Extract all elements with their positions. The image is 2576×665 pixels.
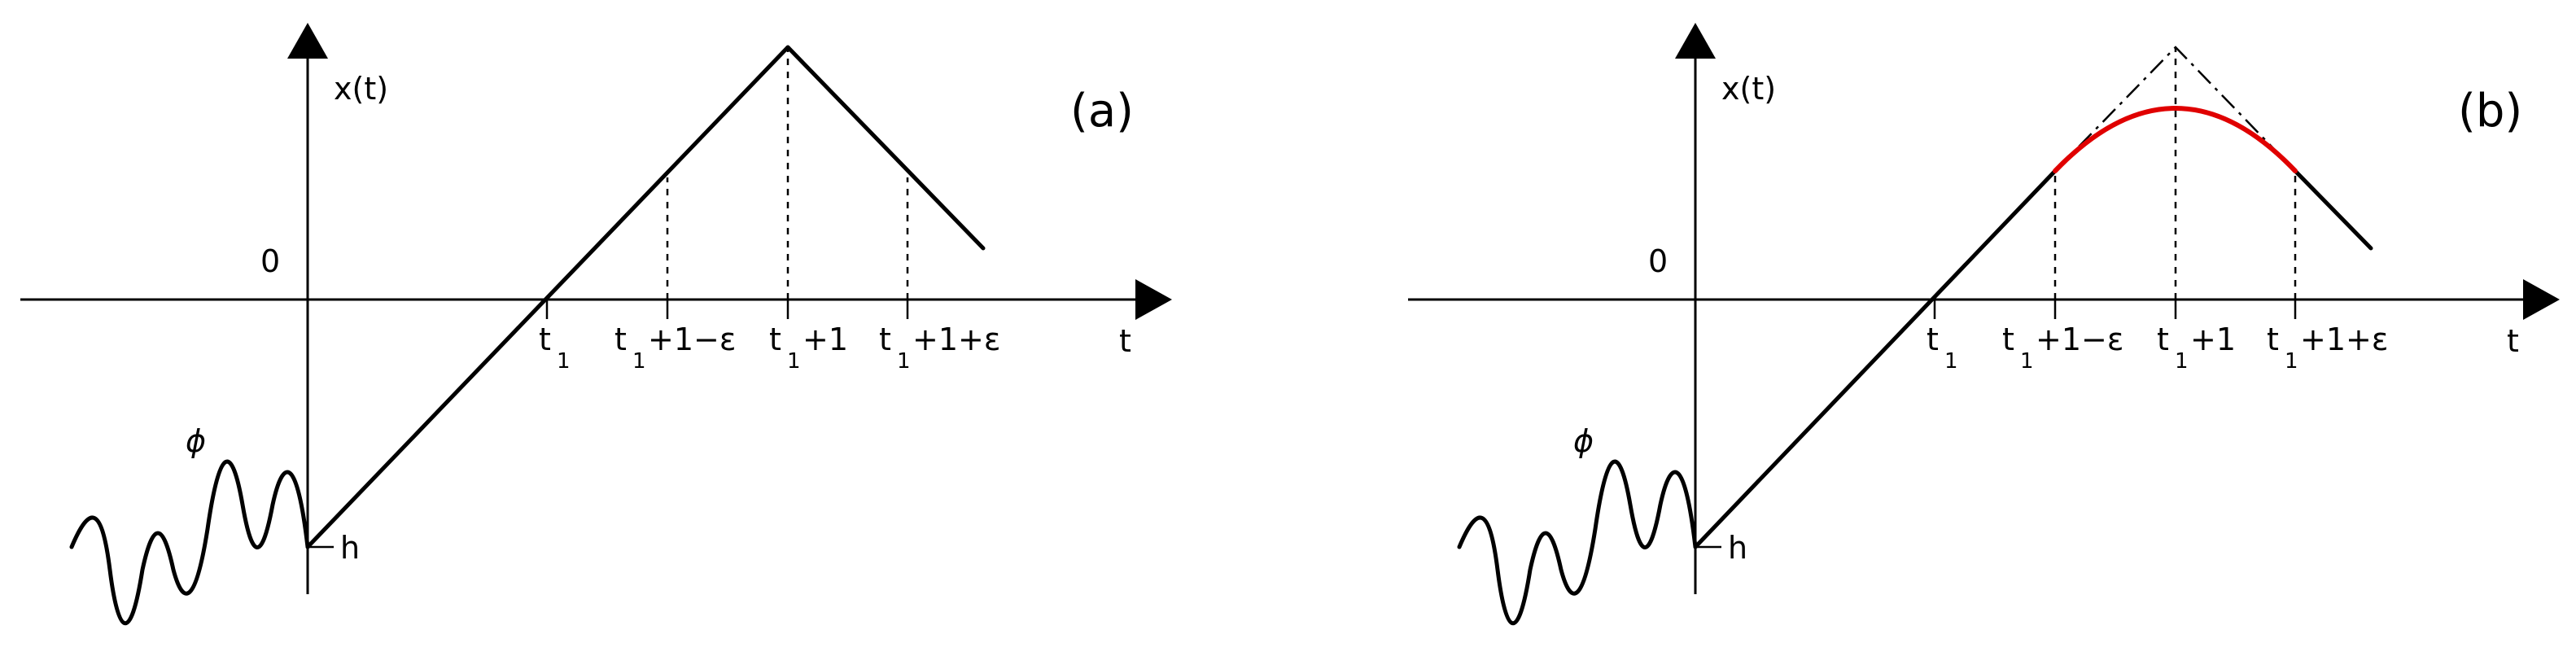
svg-text:+1: +1 — [2190, 322, 2236, 357]
zero-label: 0 — [1648, 243, 1668, 279]
tick-label-t1-plus-1: t 1 +1 — [2157, 322, 2236, 374]
tick-label-t1-plus-1-plus-eps: t 1 +1+ε — [2267, 322, 2388, 374]
svg-text:1: 1 — [897, 349, 911, 374]
tick-label-t1: t 1 — [539, 322, 571, 374]
svg-text:1: 1 — [2285, 349, 2298, 374]
svg-text:1: 1 — [632, 349, 646, 374]
svg-text:t: t — [539, 322, 551, 357]
svg-text:t: t — [2002, 322, 2014, 357]
svg-text:t: t — [769, 322, 781, 357]
svg-text:+1+ε: +1+ε — [2300, 322, 2388, 357]
x-axis-arrow — [2523, 279, 2560, 320]
history-function-phi — [69, 459, 310, 626]
svg-text:1: 1 — [787, 349, 801, 374]
x-axis-arrow — [1135, 279, 1172, 320]
svg-text:+1: +1 — [803, 322, 848, 357]
svg-text:t: t — [2157, 322, 2169, 357]
svg-text:t: t — [614, 322, 627, 357]
h-label: h — [340, 530, 360, 566]
svg-text:t: t — [879, 322, 891, 357]
trajectory — [305, 45, 986, 549]
svg-text:1: 1 — [2020, 349, 2034, 374]
y-axis-label: x(t) — [1721, 71, 1776, 107]
tick-label-t1-plus-1: t 1 +1 — [769, 322, 848, 374]
history-function-phi — [1457, 459, 1698, 626]
y-axis-arrow — [287, 23, 328, 59]
panel-label: (a) — [1070, 85, 1134, 138]
x-axis-label: t — [2507, 323, 2519, 359]
svg-text:1: 1 — [557, 349, 571, 374]
phi-label: ϕ — [1573, 423, 1594, 459]
tick-label-t1-plus-1-minus-eps: t 1 +1−ε — [614, 322, 736, 374]
trajectory-rising — [1693, 168, 2058, 549]
panel-b: x(t) t 0 ϕ h (b) t 1 t 1 +1−ε t 1 +1 t 1… — [1408, 23, 2560, 626]
phi-label: ϕ — [186, 423, 206, 459]
y-axis-label: x(t) — [334, 71, 388, 107]
svg-text:t: t — [2267, 322, 2279, 357]
tick-label-t1: t 1 — [1927, 322, 1958, 374]
svg-text:1: 1 — [2175, 349, 2189, 374]
h-label: h — [1728, 530, 1747, 566]
svg-text:+1+ε: +1+ε — [912, 322, 1000, 357]
svg-text:+1−ε: +1−ε — [648, 322, 736, 357]
zero-label: 0 — [260, 243, 280, 279]
smoothed-peak — [2053, 106, 2298, 173]
svg-text:t: t — [1927, 322, 1939, 357]
tick-label-t1-plus-1-plus-eps: t 1 +1+ε — [879, 322, 1000, 374]
panel-label: (b) — [2458, 85, 2522, 138]
svg-text:+1−ε: +1−ε — [2036, 322, 2123, 357]
tick-label-t1-plus-1-minus-eps: t 1 +1−ε — [2002, 322, 2123, 374]
panel-a: x(t) t 0 ϕ h (a) t 1 t 1 +1−ε t 1 +1 t 1… — [20, 23, 1172, 626]
trajectory-falling — [2293, 168, 2373, 251]
svg-text:1: 1 — [1944, 349, 1958, 374]
y-axis-arrow — [1675, 23, 1716, 59]
x-axis-label: t — [1119, 323, 1131, 359]
original-peak — [2054, 46, 2296, 172]
